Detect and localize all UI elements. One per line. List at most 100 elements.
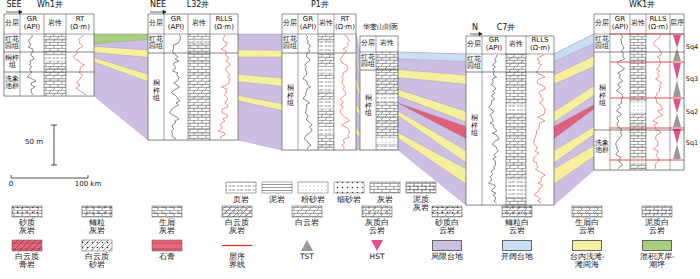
- resistivity-curve: [653, 35, 663, 169]
- bed-boundary: [318, 78, 334, 79]
- bed-boundary: [376, 59, 398, 60]
- bed-boundary: [506, 99, 526, 100]
- legend-sample: [370, 182, 400, 193]
- lithology-fill: [188, 108, 210, 116]
- lithology-fill: [188, 39, 210, 43]
- lithology-fill: [318, 126, 334, 135]
- formation-name: 红花园组: [594, 36, 610, 50]
- legend-sample: [572, 206, 602, 217]
- lithology-fill: [506, 114, 526, 119]
- column-divider: [670, 14, 671, 170]
- bed-boundary: [318, 73, 334, 74]
- lithology-fill: [44, 34, 66, 41]
- lithology-fill: [318, 78, 334, 92]
- bed-boundary: [188, 39, 210, 40]
- lithology-fill: [630, 130, 646, 137]
- well-column: [360, 36, 398, 150]
- legend-sample: [406, 182, 436, 193]
- bed-boundary: [506, 58, 526, 59]
- legend-sample: [222, 206, 252, 217]
- legend-sample: [152, 206, 182, 217]
- bed-boundary: [506, 85, 526, 86]
- lithology-fill: [318, 92, 334, 99]
- bed-boundary: [318, 54, 334, 55]
- bed-boundary: [376, 121, 398, 122]
- bed-boundary: [376, 68, 398, 69]
- lithology-fill: [630, 78, 646, 86]
- lithology-fill: [188, 62, 210, 74]
- formation-name: 洗象池群: [4, 76, 20, 90]
- legend-sample: [12, 240, 42, 251]
- bed-boundary: [318, 92, 334, 93]
- bed-boundary: [630, 101, 646, 102]
- legend-label: TST: [291, 253, 323, 261]
- column-divider: [66, 14, 67, 96]
- legend-label: 白云质砂岩: [85, 253, 110, 270]
- legend-sample: [12, 240, 42, 251]
- column-divider: [610, 14, 611, 170]
- lithology-fill: [376, 112, 398, 117]
- bed-boundary: [630, 125, 646, 126]
- legend-sample: [406, 182, 436, 193]
- bed-boundary: [630, 147, 646, 148]
- legend-label: HST: [361, 253, 393, 261]
- legend-label: 泥岩: [261, 196, 293, 204]
- lithology-fill: [506, 54, 526, 59]
- bed-boundary: [506, 178, 526, 179]
- column-divider: [646, 14, 647, 170]
- gr-curve: [489, 55, 500, 203]
- bed-boundary: [188, 73, 210, 74]
- bed-boundary: [188, 133, 210, 134]
- bed-boundary: [506, 136, 526, 137]
- bed-boundary: [188, 61, 210, 62]
- column-header: RT (Ω·m): [334, 16, 356, 31]
- legend-label: 白云岩: [291, 219, 323, 227]
- lithology-fill: [376, 132, 398, 137]
- text-label: 华蓥山剖面: [358, 24, 402, 32]
- bed-boundary: [376, 83, 398, 84]
- lithology-fill: [376, 89, 398, 94]
- legend-sample: [82, 206, 112, 217]
- lithology-fill: [506, 100, 526, 104]
- bed-boundary: [630, 78, 646, 79]
- formation-name: 桐梓组: [4, 55, 20, 69]
- legend-sample: [82, 240, 112, 251]
- legend-label: 层序界线: [228, 253, 246, 270]
- bed-boundary: [376, 144, 398, 145]
- legend-sample: [572, 206, 602, 217]
- lithology-fill: [376, 69, 398, 80]
- column-divider: [506, 36, 507, 205]
- legend-sample: [292, 206, 322, 217]
- legend-sample: [82, 206, 112, 217]
- legend-sample: [642, 206, 672, 217]
- column-header: RT (Ω·m): [66, 16, 94, 31]
- lithology-fill: [506, 104, 526, 114]
- header-line: [148, 34, 238, 35]
- legend-sample: [152, 206, 182, 217]
- bed-boundary: [506, 157, 526, 158]
- formation-name: 桐梓组: [471, 115, 478, 138]
- vertical-scale-bar: [51, 125, 57, 165]
- legend-sample: [406, 182, 436, 193]
- bed-boundary: [44, 87, 66, 88]
- text-label: 0: [4, 181, 18, 189]
- well-column: [282, 14, 356, 150]
- legend-sample: [370, 182, 400, 193]
- lithology-fill: [376, 94, 398, 103]
- column-header: RLLS (Ω·m): [646, 16, 670, 31]
- legend-sample: [362, 206, 392, 217]
- lithology-fill: [318, 99, 334, 109]
- column-divider: [334, 14, 335, 150]
- formation-name: 桐梓组: [365, 95, 372, 118]
- legend-label: 开阔台地: [499, 253, 535, 261]
- legend-sample: [362, 206, 392, 217]
- bed-boundary: [376, 132, 398, 133]
- text-label: Sq2: [685, 109, 699, 116]
- legend-label: 鲕粒灰岩: [88, 219, 106, 236]
- lithology-fill: [506, 136, 526, 146]
- gr-curve: [616, 35, 625, 169]
- bed-boundary: [188, 43, 210, 44]
- bed-boundary: [188, 128, 210, 129]
- column-header: RLLS (Ω·m): [210, 16, 238, 31]
- legend-sample: [262, 182, 292, 193]
